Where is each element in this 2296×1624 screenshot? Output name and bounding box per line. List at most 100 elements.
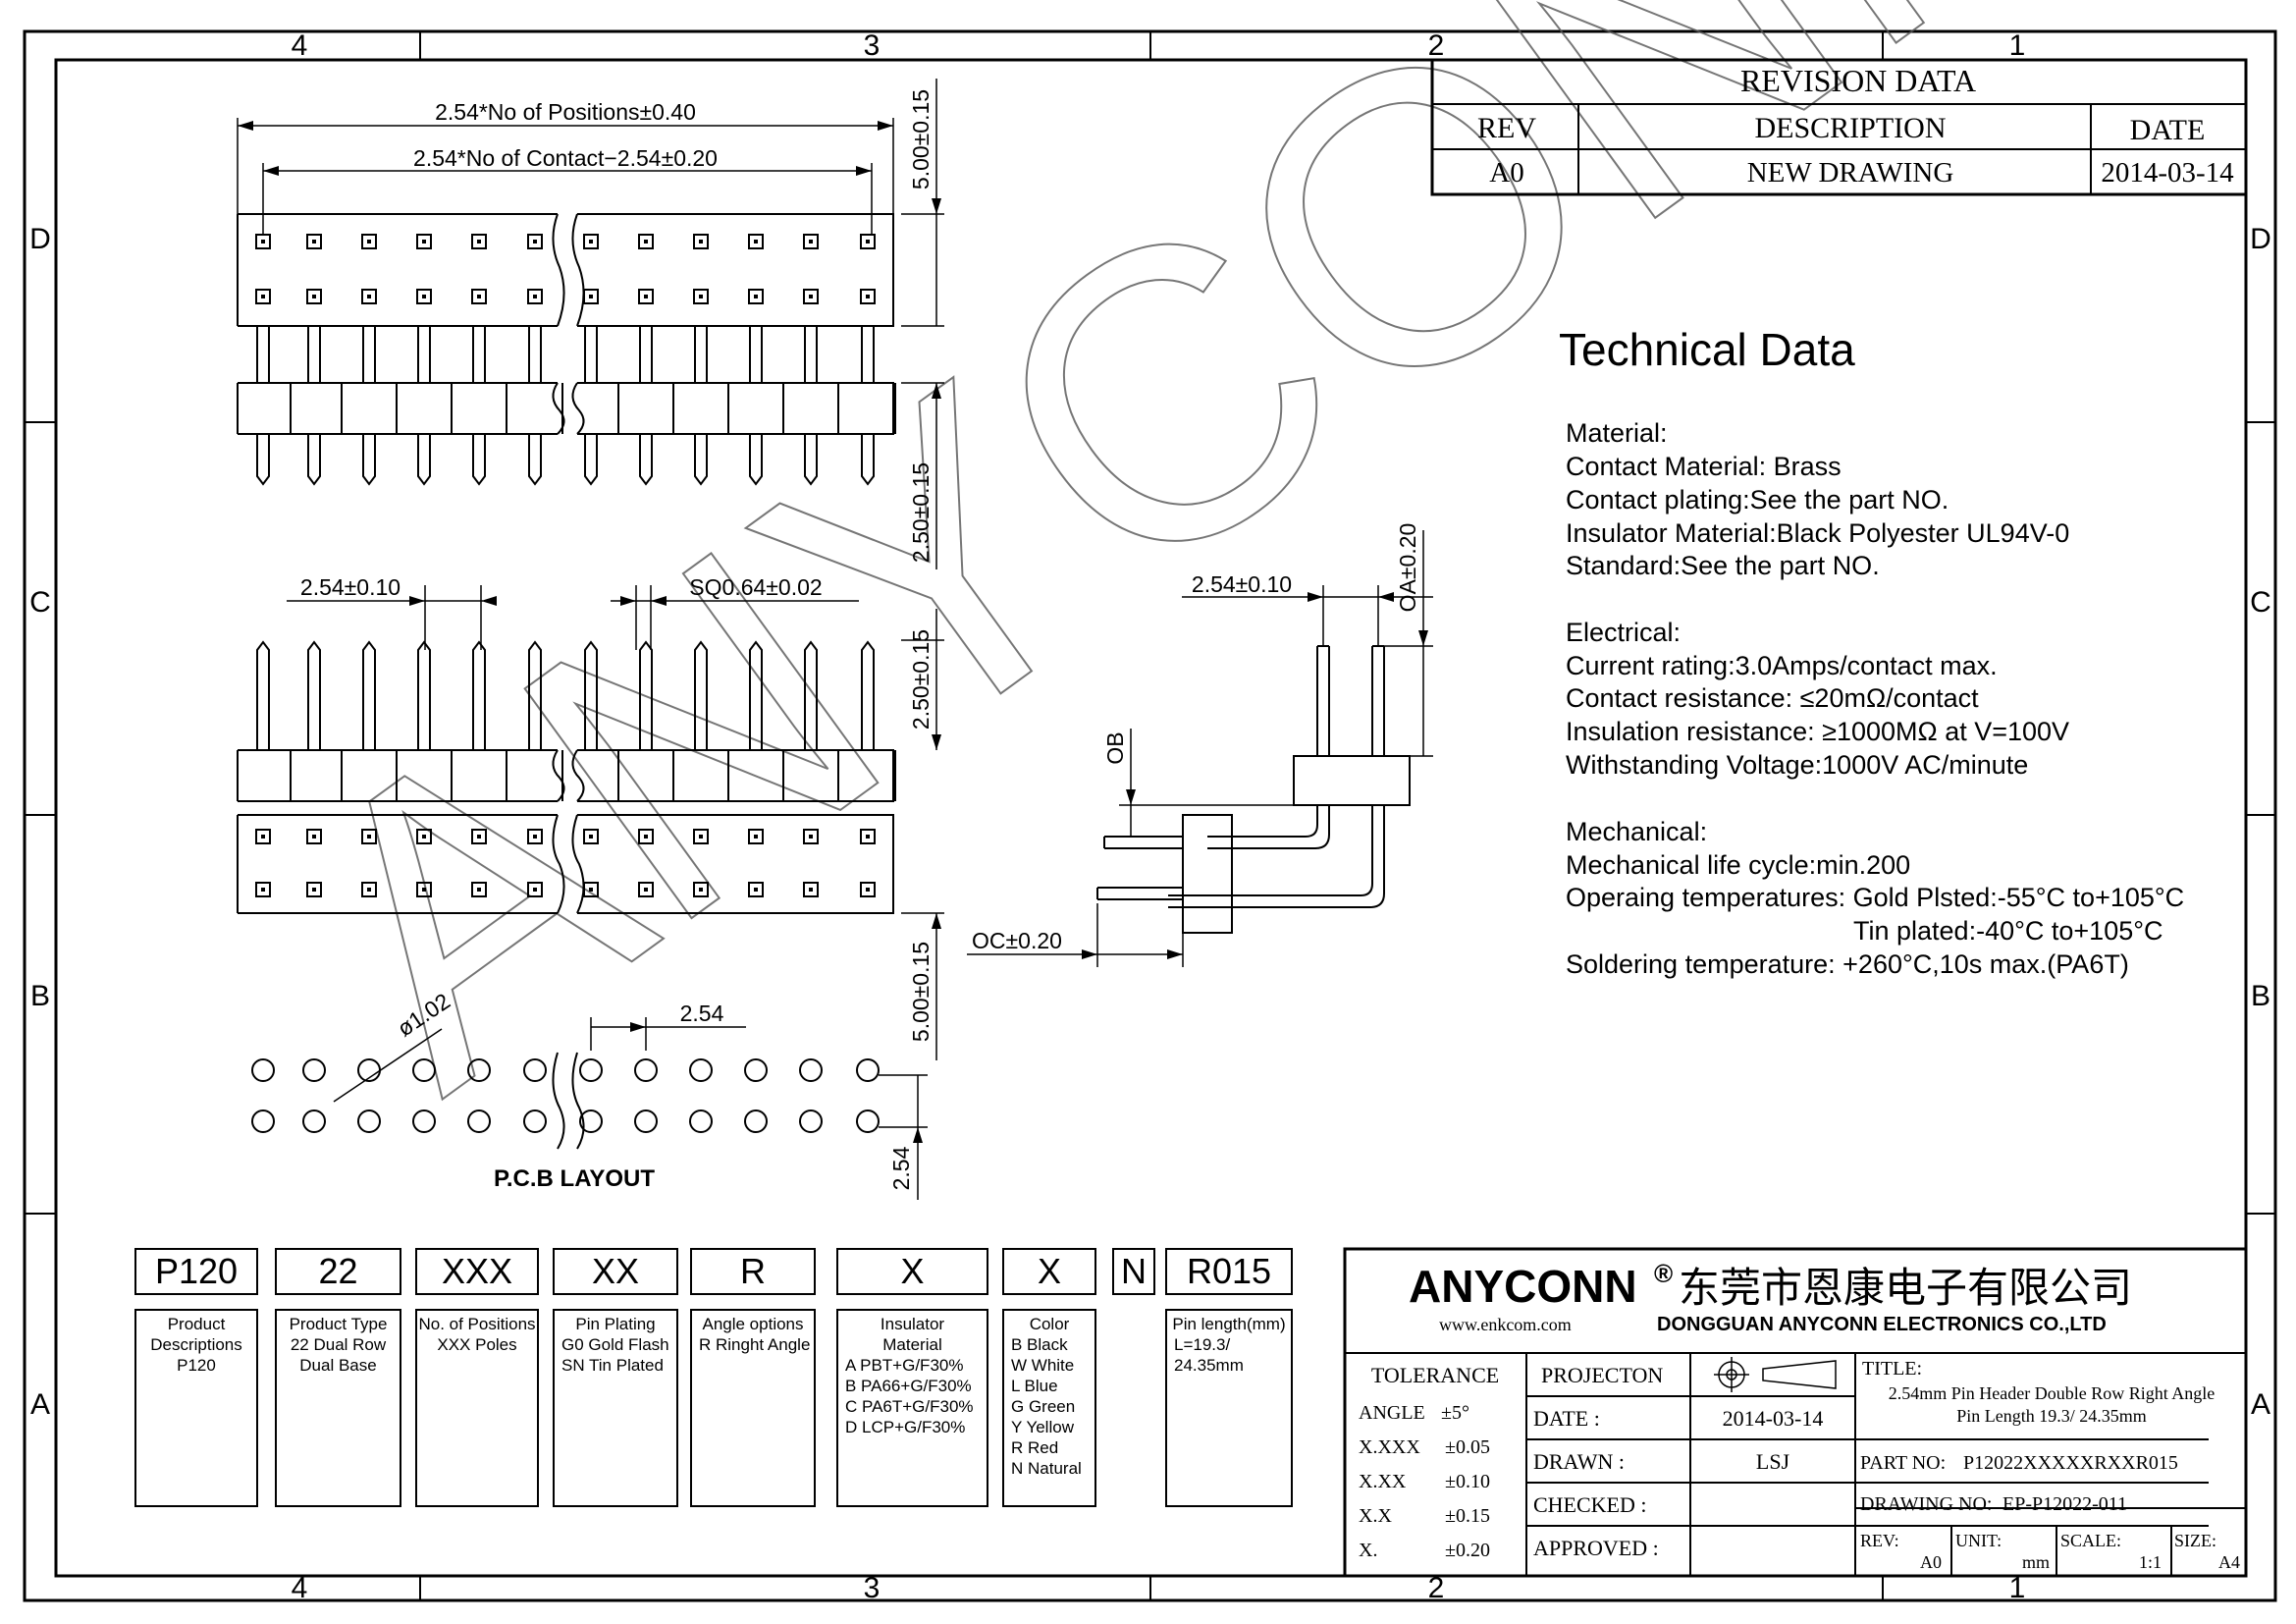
contact-square [860, 234, 876, 249]
company-name-cn: 东莞市恩康电子有限公司 [1679, 1265, 2132, 1311]
contact-square [527, 289, 543, 304]
code-desc-line: Product Type [290, 1315, 388, 1333]
contact-square [638, 234, 654, 249]
pcb-hole [579, 1110, 603, 1133]
technical-data: Technical Data Material: Contact Materia… [1559, 324, 2184, 979]
unit-label: UNIT: [1955, 1531, 2002, 1550]
contact-square [361, 829, 377, 844]
contact-square [306, 829, 322, 844]
code-value: R [740, 1251, 766, 1291]
code-desc-line: C PA6T+G/F30% [845, 1397, 974, 1416]
code-value: N [1121, 1251, 1147, 1291]
pcb-hole [467, 1110, 491, 1133]
row-label: C [2250, 586, 2271, 619]
contact-square-center [809, 835, 813, 839]
contact-square [860, 882, 876, 897]
tol-value: ±0.05 [1445, 1436, 1490, 1458]
contact-square [860, 829, 876, 844]
contact-square-center [866, 835, 870, 839]
pcb-hole [744, 1110, 768, 1133]
drawing-no-label: DRAWING NO: [1860, 1493, 1993, 1515]
code-desc-line: L Blue [1011, 1377, 1058, 1395]
code-desc-line: Product [168, 1315, 226, 1333]
approved-label: APPROVED : [1533, 1536, 1659, 1560]
electrical-line: Withstanding Voltage:1000V AC/minute [1566, 750, 2028, 780]
mechanical-heading: Mechanical: [1566, 817, 1707, 846]
desc-box [415, 1309, 539, 1507]
contact-square-center [866, 295, 870, 298]
pin [256, 640, 270, 750]
title-line1: 2.54mm Pin Header Double Row Right Angle [1889, 1383, 2215, 1403]
contact-square [361, 234, 377, 249]
pcb-hole [251, 1058, 275, 1082]
code-value: X [1038, 1251, 1061, 1291]
date-value: 2014-03-14 [1723, 1406, 1824, 1431]
company-name-en: DONGGUAN ANYCONN ELECTRONICS CO.,LTD [1657, 1314, 2107, 1335]
dim-bot-5: 5.00±0.15 [908, 942, 934, 1042]
contact-square [583, 829, 599, 844]
pin-tip [861, 434, 875, 486]
code-desc-line: P120 [177, 1356, 216, 1375]
pin-tip [417, 434, 431, 486]
title-line2: Pin Length 19.3/ 24.35mm [1956, 1406, 2147, 1426]
code-desc-line: 24.35mm [1174, 1356, 1244, 1375]
title-label: TITLE: [1862, 1358, 1922, 1380]
contact-square-center [644, 240, 648, 244]
contact-square-center [699, 240, 703, 244]
pin [307, 640, 321, 750]
contact-square-center [422, 295, 426, 298]
contact-square [471, 829, 487, 844]
electrical-heading: Electrical: [1566, 618, 1681, 647]
tol-value: ±0.20 [1445, 1540, 1490, 1561]
contact-square-center [477, 835, 481, 839]
tol-label: ANGLE [1359, 1402, 1425, 1424]
description-value: NEW DRAWING [1747, 157, 1954, 189]
pin-tip [804, 434, 818, 486]
contact-square-center [312, 295, 316, 298]
contact-square-center [589, 240, 593, 244]
projection-label: PROJECTON [1541, 1363, 1663, 1387]
pcb-hole [579, 1058, 603, 1082]
contact-square-center [422, 240, 426, 244]
contact-square-center [422, 888, 426, 892]
code-desc-line: Insulator [881, 1315, 945, 1333]
contact-square [527, 882, 543, 897]
contact-square [306, 882, 322, 897]
code-desc-line: L=19.3/ [1174, 1335, 1230, 1354]
pcb-hole [634, 1058, 658, 1082]
contact-square-center [261, 835, 265, 839]
website: www.enkcom.com [1439, 1315, 1572, 1334]
pin [362, 640, 376, 750]
drawing-no: EP-P12022-011 [2002, 1493, 2127, 1515]
registered-mark: ® [1654, 1259, 1673, 1288]
col-label: 3 [864, 1572, 881, 1604]
contact-square-center [754, 888, 758, 892]
material-line: Insulator Material:Black Polyester UL94V… [1566, 518, 2069, 548]
contact-square-center [533, 295, 537, 298]
contact-square-center [644, 835, 648, 839]
contact-square-center [754, 240, 758, 244]
contact-square [416, 289, 432, 304]
description-header: DESCRIPTION [1754, 112, 1946, 144]
code-desc-line: No. of Positions [418, 1315, 535, 1333]
rev-header: REV [1477, 112, 1536, 144]
desc-box [1165, 1309, 1293, 1507]
code-box [1112, 1248, 1155, 1295]
contact-square [471, 234, 487, 249]
contact-square-center [809, 240, 813, 244]
tol-label: X.X [1359, 1505, 1392, 1527]
material-line: Contact Material: Brass [1566, 452, 1842, 481]
mechanical-line: Operaing temperatures: Gold Plsted:-55°C… [1566, 883, 2184, 912]
col-label: 1 [2009, 1572, 2026, 1604]
contact-square [255, 829, 271, 844]
contact-square [803, 289, 819, 304]
tol-label: X.XX [1359, 1471, 1407, 1492]
code-box [690, 1248, 816, 1295]
contact-square-center [644, 888, 648, 892]
dim-sq: SQ0.64±0.02 [689, 574, 822, 600]
contact-square [803, 829, 819, 844]
electrical-line: Current rating:3.0Amps/contact max. [1566, 651, 1998, 680]
side-oa: OA±0.20 [1395, 523, 1420, 613]
code-desc-line: G0 Gold Flash [561, 1335, 669, 1354]
